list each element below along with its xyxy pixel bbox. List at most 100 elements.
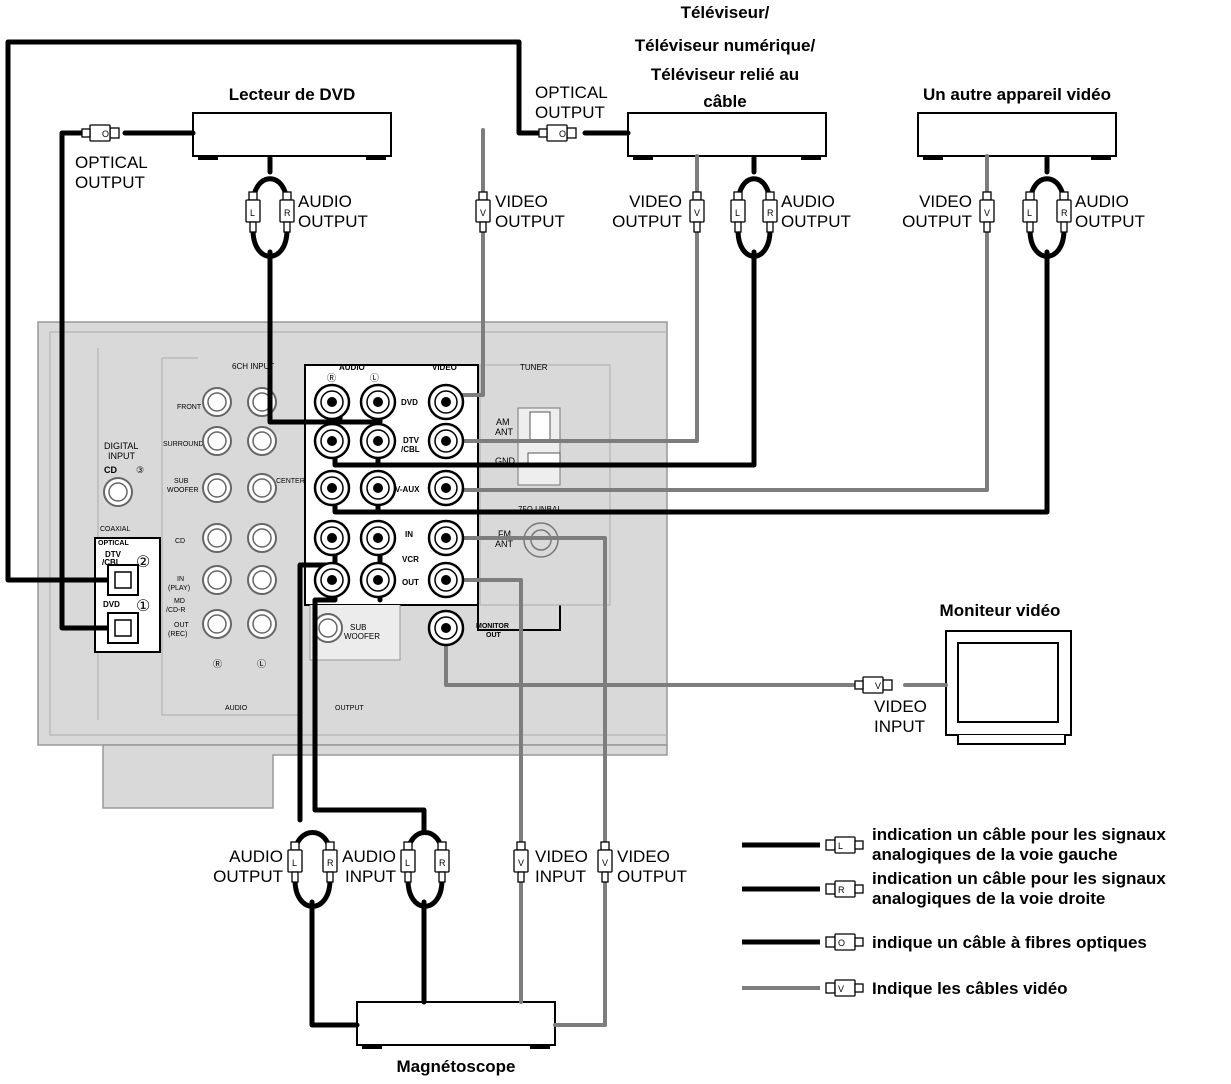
dvd-optical-label: OPTICAL bbox=[75, 153, 148, 172]
plug-letter: R bbox=[1061, 208, 1068, 218]
label-fm-ant: ANT bbox=[495, 539, 514, 549]
label-circle-1: ① bbox=[136, 598, 150, 615]
plug-letter: V bbox=[694, 208, 700, 218]
dvd-optical-output-label: OUTPUT bbox=[75, 173, 145, 192]
dvd-audio-label: AUDIO bbox=[298, 192, 352, 211]
plug-letter: L bbox=[1027, 208, 1032, 218]
legend-text: indication un câble pour les signaux bbox=[872, 825, 1166, 844]
vcr-audio-out-label: AUDIO bbox=[229, 847, 283, 866]
plug-letter: L bbox=[250, 208, 255, 218]
device-labels: Lecteur de DVD Téléviseur/ Téléviseur nu… bbox=[229, 3, 1111, 1076]
dvd-audio-output-label: OUTPUT bbox=[298, 212, 368, 231]
vcr-audio-output-label: OUTPUT bbox=[213, 867, 283, 886]
label-rec: (REC) bbox=[168, 631, 187, 638]
video-monitor bbox=[945, 630, 1072, 745]
tv-title-line2: Téléviseur numérique/ bbox=[635, 36, 816, 55]
label-woofer: WOOFER bbox=[167, 487, 199, 494]
legend-item-optical: O indique un câble à fibres optiques bbox=[742, 933, 1147, 952]
monitor-video-input-label: INPUT bbox=[874, 717, 925, 736]
tv-title-line4: câble bbox=[703, 92, 746, 111]
legend-plug-letter: V bbox=[838, 984, 844, 994]
legend-text: analogiques de la voie droite bbox=[872, 889, 1105, 908]
dvd-player-box bbox=[192, 112, 392, 160]
legend-plug-letter: L bbox=[838, 841, 843, 851]
plug-letter: V bbox=[480, 208, 486, 218]
label-cd-3: CD bbox=[104, 465, 117, 475]
other-audio-output-label: OUTPUT bbox=[1075, 212, 1145, 231]
plug-letter: V bbox=[875, 681, 881, 691]
label-am: AM bbox=[496, 417, 510, 427]
jack-labels: OPTICAL OUTPUT OPTICAL OUTPUT AUDIO OUTP… bbox=[75, 83, 1145, 886]
label-circle-3: ③ bbox=[136, 465, 144, 475]
label-dvd-optical: DVD bbox=[103, 600, 120, 609]
label-6ch-input: 6CH INPUT bbox=[232, 362, 274, 371]
vcr-title: Magnétoscope bbox=[396, 1057, 515, 1076]
label-vaux: V-AUX bbox=[395, 485, 420, 494]
tv-title-line1: Téléviseur/ bbox=[681, 3, 770, 22]
vcr-video-out-label: VIDEO bbox=[617, 847, 670, 866]
other-video-title: Un autre appareil vidéo bbox=[923, 85, 1111, 104]
tv-audio-output-label: OUTPUT bbox=[781, 212, 851, 231]
label-vcr: VCR bbox=[402, 555, 419, 564]
legend-item-right: R indication un câble pour les signaux a… bbox=[742, 869, 1166, 908]
label-sub-out: SUB bbox=[350, 623, 366, 632]
label-tuner: TUNER bbox=[520, 363, 548, 372]
dvd-video-output-label: OUTPUT bbox=[495, 212, 565, 231]
other-audio-label: AUDIO bbox=[1075, 192, 1129, 211]
label-cbl-jack: /CBL bbox=[401, 445, 420, 454]
vcr-audio-input-label: INPUT bbox=[345, 867, 396, 886]
vcr-video-in-label: VIDEO bbox=[535, 847, 588, 866]
label-surround: SURROUND bbox=[163, 441, 203, 448]
other-video-box bbox=[917, 112, 1117, 160]
plug-letter: O bbox=[559, 129, 566, 139]
label-am-ant: ANT bbox=[495, 427, 514, 437]
label-cbl: /CBL bbox=[102, 558, 121, 567]
plug-letter: V bbox=[518, 858, 524, 868]
panel-labels: 6CH INPUT AUDIO VIDEO TUNER Ⓡ Ⓛ FRONT SU… bbox=[98, 362, 564, 712]
label-dvd-jack: DVD bbox=[401, 398, 418, 407]
tv-audio-label: AUDIO bbox=[781, 192, 835, 211]
plug-letter: V bbox=[984, 208, 990, 218]
other-video-output-label: OUTPUT bbox=[902, 212, 972, 231]
tv-video-output-label: OUTPUT bbox=[612, 212, 682, 231]
label-center: CENTER bbox=[276, 478, 305, 485]
label-r-mark: Ⓡ bbox=[327, 373, 336, 383]
label-monitor-out: OUT bbox=[486, 632, 502, 639]
plug-letter: R bbox=[284, 208, 291, 218]
plug-letter: R bbox=[439, 858, 446, 868]
label-digital-input: INPUT bbox=[108, 451, 136, 461]
monitor-title: Moniteur vidéo bbox=[940, 601, 1061, 620]
plugs: L R V V L R V L R L R L R V V O O V bbox=[81, 124, 1072, 883]
tv-box bbox=[627, 112, 827, 160]
label-output-bottom: OUTPUT bbox=[335, 705, 365, 712]
legend: L indication un câble pour les signaux a… bbox=[742, 825, 1166, 998]
plug-letter: L bbox=[735, 208, 740, 218]
plug-letter: R bbox=[327, 858, 334, 868]
label-fm: FM bbox=[498, 529, 511, 539]
tv-video-label: VIDEO bbox=[629, 192, 682, 211]
label-l-mark: Ⓛ bbox=[370, 373, 379, 383]
label-audio: AUDIO bbox=[339, 363, 365, 372]
vcr-video-output-label: OUTPUT bbox=[617, 867, 687, 886]
vcr-box bbox=[356, 1001, 556, 1049]
label-circle-2: ② bbox=[136, 554, 150, 571]
label-play: (PLAY) bbox=[168, 585, 190, 592]
legend-item-left: L indication un câble pour les signaux a… bbox=[742, 825, 1166, 864]
legend-text: indication un câble pour les signaux bbox=[872, 869, 1166, 888]
label-monitor: MONITOR bbox=[476, 623, 509, 630]
label-cdr: /CD-R bbox=[166, 607, 185, 614]
legend-plug-letter: O bbox=[838, 938, 845, 948]
label-dtv: DTV bbox=[105, 550, 122, 559]
plug-letter: O bbox=[102, 129, 109, 139]
label-woofer-out: WOOFER bbox=[344, 632, 380, 641]
dvd-player-title: Lecteur de DVD bbox=[229, 85, 356, 104]
label-coaxial: COAXIAL bbox=[100, 526, 130, 533]
label-out: OUT bbox=[174, 622, 190, 629]
label-r-bottom: Ⓡ bbox=[213, 659, 222, 669]
legend-text: indique un câble à fibres optiques bbox=[872, 933, 1147, 952]
label-optical: OPTICAL bbox=[98, 540, 129, 547]
vcr-audio-in-label: AUDIO bbox=[342, 847, 396, 866]
label-cd: CD bbox=[175, 538, 185, 545]
label-out-jack: OUT bbox=[402, 578, 419, 587]
